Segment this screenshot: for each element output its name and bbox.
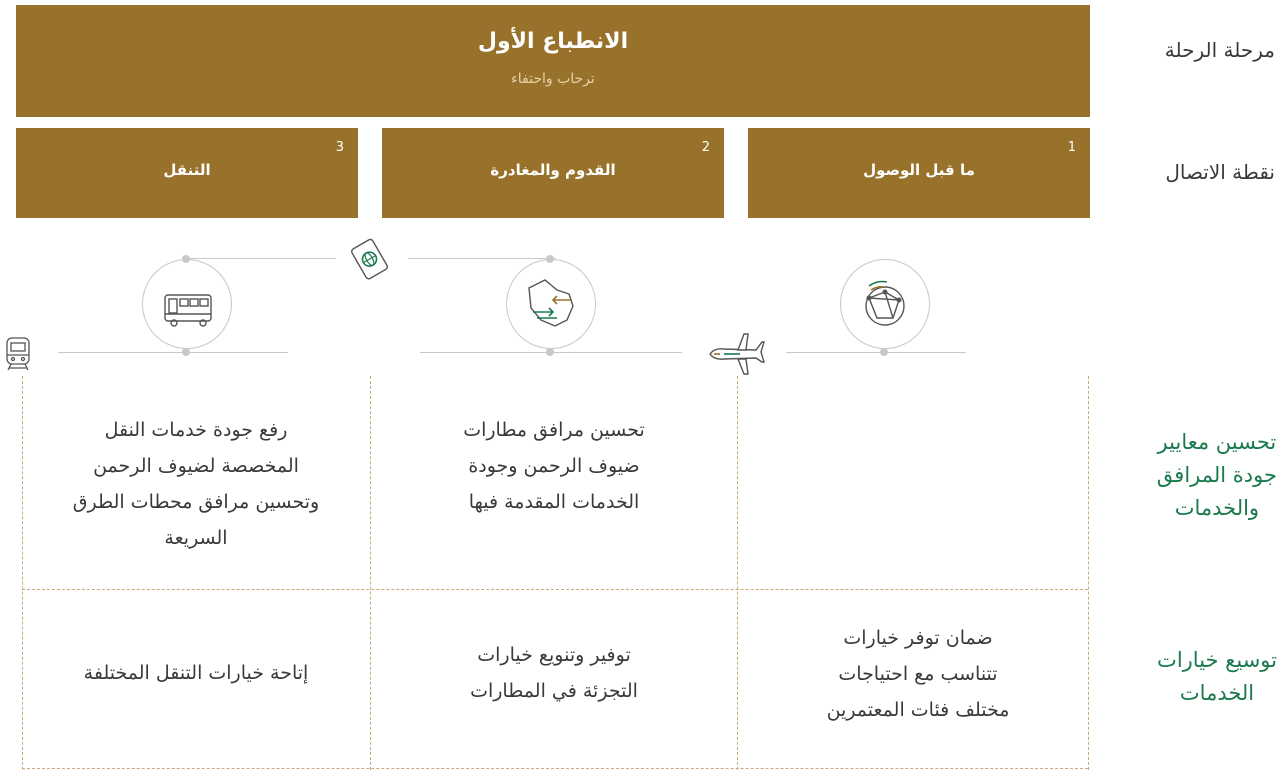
touch-point-label: التنقل	[163, 161, 211, 179]
touch-point-label: ما قبل الوصول	[863, 161, 975, 179]
cell-line: المخصصة لضيوف الرحمن	[93, 455, 299, 477]
standards-label-line: تحسين معايير	[1157, 430, 1277, 454]
cell-line: تتناسب مع احتياجات	[838, 663, 998, 685]
touch-point-3: 3 التنقل	[16, 128, 358, 218]
options-cell-pre-arrival: ضمان توفر خيارات تتناسب مع احتياجات مختل…	[748, 620, 1088, 728]
touch-point-number: 1	[1067, 140, 1076, 155]
grid-divider	[22, 768, 1088, 769]
cell-line: رفع جودة خدمات النقل	[104, 419, 288, 441]
standards-cell-arrival: تحسين مرافق مطارات ضيوف الرحمن وجودة الخ…	[382, 412, 726, 520]
grid-divider	[737, 376, 738, 770]
cell-line: مختلف فئات المعتمرين	[826, 699, 1010, 721]
options-label-line: الخدمات	[1179, 681, 1255, 705]
touch-point-label: نقطة الاتصال	[1165, 160, 1275, 184]
banner-title: الانطباع الأول	[477, 29, 629, 54]
grid-divider	[1088, 376, 1089, 770]
cell-line: توفير وتنويع خيارات	[477, 644, 631, 666]
banner-subtitle: ترحاب واحتفاء	[511, 71, 595, 87]
grid-divider	[370, 376, 371, 770]
touch-point-2: 2 القدوم والمغادرة	[382, 128, 724, 218]
grid-divider	[22, 376, 23, 770]
touch-point-number: 3	[335, 140, 344, 155]
timeline-dot	[546, 255, 554, 263]
bus-circle	[142, 259, 232, 349]
cell-line: إتاحة خيارات التنقل المختلفة	[83, 662, 309, 684]
globe-circle	[840, 259, 930, 349]
options-row-label: توسيع خيارات الخدمات	[1157, 644, 1277, 710]
touch-point-label: القدوم والمغادرة	[490, 161, 616, 179]
cell-line: ضيوف الرحمن وجودة	[468, 455, 640, 477]
connector-line	[188, 258, 336, 259]
touch-point-1: 1 ما قبل الوصول	[748, 128, 1090, 218]
passport-icon	[351, 238, 388, 280]
timeline-dot	[880, 348, 888, 356]
timeline-dot	[546, 348, 554, 356]
cell-line: الخدمات المقدمة فيها	[468, 491, 640, 513]
saudi-map-arrows-icon	[528, 279, 574, 327]
grid-divider	[22, 589, 1088, 590]
touch-point-number: 2	[701, 140, 710, 155]
cell-line: ضمان توفر خيارات	[843, 627, 993, 649]
connector-line	[58, 352, 288, 353]
standards-row-label: تحسين معايير جودة المرافق والخدمات	[1157, 426, 1277, 525]
cell-line: تحسين مرافق مطارات	[463, 419, 645, 441]
options-label-line: توسيع خيارات	[1157, 648, 1277, 672]
airplane-icon	[709, 333, 765, 375]
options-cell-transport: إتاحة خيارات التنقل المختلفة	[24, 655, 368, 691]
train-icon	[6, 337, 30, 371]
cell-line: السريعة	[164, 527, 228, 549]
connector-line	[408, 258, 556, 259]
cell-line: وتحسين مرافق محطات الطرق	[72, 491, 320, 513]
globe-network-icon	[865, 280, 905, 326]
options-cell-arrival: توفير وتنويع خيارات التجزئة في المطارات	[382, 637, 726, 709]
journey-stage-label: مرحلة الرحلة	[1164, 38, 1275, 62]
cell-line: التجزئة في المطارات	[470, 680, 638, 702]
standards-label-line: جودة المرافق	[1156, 463, 1277, 487]
timeline-dot	[182, 348, 190, 356]
standards-cell-transport: رفع جودة خدمات النقل المخصصة لضيوف الرحم…	[24, 412, 368, 556]
bus-icon	[164, 294, 212, 327]
connector-line	[786, 352, 966, 353]
standards-label-line: والخدمات	[1174, 496, 1260, 520]
journey-stage-banner: الانطباع الأول ترحاب واحتفاء	[16, 5, 1090, 117]
timeline-dot	[182, 255, 190, 263]
map-circle	[506, 259, 596, 349]
